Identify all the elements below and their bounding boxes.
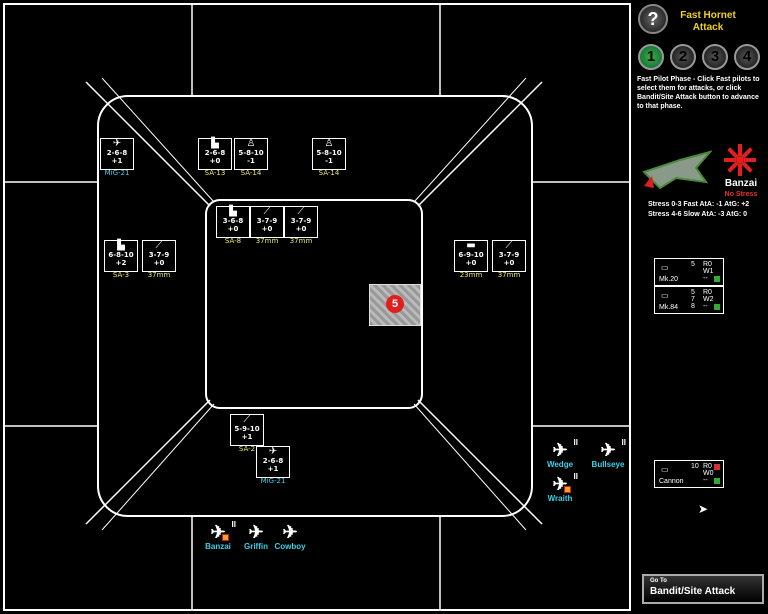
arrow-down-icon[interactable]	[714, 304, 720, 310]
selected-pilot-name: Banzai	[724, 178, 758, 189]
board-grid	[3, 3, 631, 611]
jet-icon: ✈	[268, 446, 278, 457]
phase-2-button[interactable]: 2	[670, 44, 696, 70]
aa-gun-icon: ⟋	[297, 206, 305, 217]
stress-burst-icon	[724, 144, 756, 176]
target-number: 5	[386, 295, 404, 313]
stress-status: No Stress	[724, 191, 758, 198]
help-button[interactable]: ?	[638, 4, 668, 34]
go-to-bandit-site-attack-button[interactable]: Go To Bandit/Site Attack	[642, 574, 764, 604]
stress-line-1: Stress 0-3 Fast AtA: -1 AtG: +2	[648, 201, 750, 208]
stress-line-2: Stress 4-6 Slow AtA: -3 AtG: 0	[648, 211, 748, 218]
target-site[interactable]: 5	[369, 284, 421, 326]
arrow-down-icon[interactable]	[714, 478, 720, 484]
bomb-icon: ▭	[661, 291, 669, 300]
launcher-icon: ▙	[211, 138, 219, 149]
fast-marker-icon	[564, 486, 571, 493]
launcher-icon: ▙	[229, 206, 237, 217]
pilot-cowboy[interactable]: ✈Cowboy	[272, 522, 308, 551]
launcher-icon: ▙	[117, 240, 125, 251]
bullet-icon: ▭	[661, 465, 669, 474]
hornet-icon: ✈	[552, 440, 568, 460]
mouse-cursor-icon: ➤	[698, 502, 709, 516]
hornet-jet-icon	[642, 150, 713, 190]
soldier-icon: ♙	[246, 138, 256, 149]
phase-4-button[interactable]: 4	[734, 44, 760, 70]
pilot-griffin[interactable]: ✈Griffin	[238, 522, 274, 551]
aa-gun-icon: ⟋	[263, 206, 271, 217]
aa-gun-icon: ⟋	[505, 240, 513, 251]
soldier-icon: ♙	[324, 138, 334, 149]
hornet-icon: ✈	[600, 440, 616, 460]
fast-marker-icon	[222, 534, 229, 541]
hornet-icon: ✈	[282, 522, 298, 542]
jet-icon: ✈	[112, 138, 122, 149]
phase-title: Fast Hornet Attack	[680, 10, 736, 33]
hornet-icon: ✈	[210, 522, 226, 542]
missile-icon: ⟋	[243, 414, 251, 425]
arrow-down-icon[interactable]	[714, 276, 720, 282]
tank-icon: ▬	[466, 240, 476, 251]
instructions-text: Fast Pilot Phase - Click Fast pilots to …	[637, 76, 760, 110]
arrow-up-icon[interactable]	[714, 464, 720, 470]
hornet-icon: ✈	[248, 522, 264, 542]
hornet-icon: ✈	[552, 474, 568, 494]
aa-gun-icon: ⟋	[155, 240, 163, 251]
bomb-icon: ▭	[661, 263, 669, 272]
phase-1-button[interactable]: 1	[638, 44, 664, 70]
side-panel: ? Fast Hornet Attack 1 2 3 4 Fast Pilot …	[634, 0, 768, 614]
pilot-portrait[interactable]	[640, 142, 713, 194]
phase-3-button[interactable]: 3	[702, 44, 728, 70]
